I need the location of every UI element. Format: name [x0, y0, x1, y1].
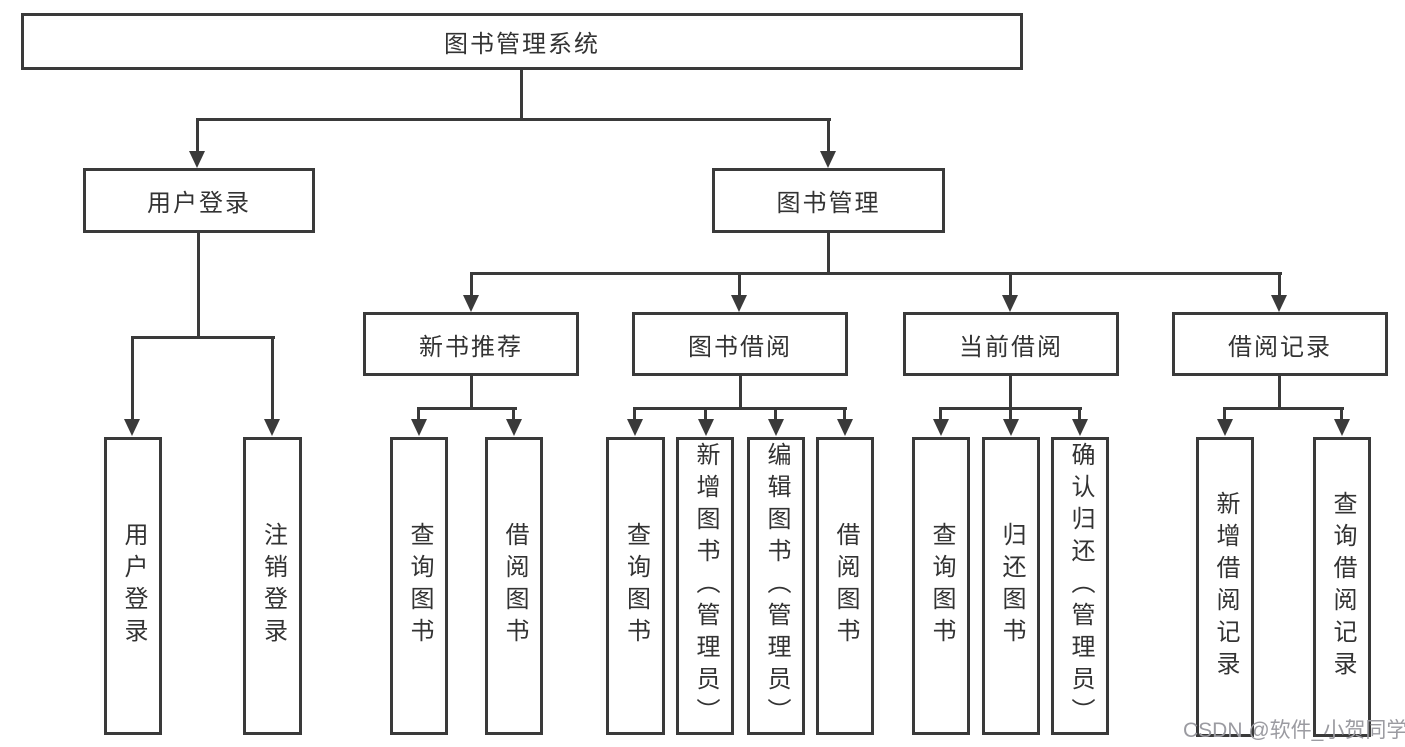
arrow-down-icon: [1072, 419, 1088, 436]
node-current-borrow: 当前借阅: [903, 312, 1119, 376]
arrow-down-icon: [411, 419, 427, 436]
connector-line: [704, 407, 707, 420]
connector-line: [633, 407, 636, 420]
csdn-watermark: CSDN @软件_小贺同学: [1183, 719, 1405, 742]
connector-line: [843, 407, 846, 420]
arrow-down-icon: [837, 419, 853, 436]
connector-line: [739, 376, 742, 407]
arrow-down-icon: [933, 419, 949, 436]
connector-line: [633, 407, 847, 410]
leaf-borrow-books: 借阅图书: [816, 437, 874, 735]
leaf-query-books-current-label: 查询图书: [928, 522, 955, 650]
connector-line: [131, 336, 134, 420]
leaf-add-book-admin: 新增图书（管理员）: [676, 437, 734, 735]
leaf-confirm-return-admin: 确认归还（管理员）: [1051, 437, 1109, 735]
leaf-edit-book-admin: 编辑图书（管理员）: [747, 437, 805, 735]
leaf-add-book-admin-label: 新增图书（管理员）: [692, 442, 719, 730]
leaf-user-login-label: 用户登录: [120, 522, 147, 650]
connector-line: [738, 272, 741, 296]
connector-line: [1009, 407, 1012, 420]
arrow-down-icon: [1271, 295, 1287, 312]
connector-line: [197, 233, 200, 336]
leaf-logout: 注销登录: [243, 437, 302, 735]
arrow-down-icon: [264, 419, 280, 436]
connector-line: [1223, 407, 1226, 420]
connector-line: [470, 272, 473, 296]
connector-line: [417, 407, 420, 420]
connector-line: [1278, 376, 1281, 407]
node-new-book-recommend-label: 新书推荐: [419, 333, 523, 361]
arrow-down-icon: [506, 419, 522, 436]
node-book-management-label: 图书管理: [776, 190, 881, 217]
leaf-confirm-return-admin-label: 确认归还（管理员）: [1067, 442, 1094, 730]
connector-line: [1223, 407, 1344, 410]
connector-line: [271, 336, 274, 420]
leaf-query-borrow-record: 查询借阅记录: [1313, 437, 1371, 737]
node-user-login: 用户登录: [83, 168, 315, 233]
node-user-login-label: 用户登录: [147, 190, 251, 217]
leaf-return-book: 归还图书: [982, 437, 1040, 735]
arrow-down-icon: [1002, 295, 1018, 312]
connector-line: [520, 70, 523, 118]
connector-line: [827, 233, 830, 272]
connector-line: [512, 407, 515, 420]
arrow-down-icon: [124, 419, 140, 436]
node-root: 图书管理系统: [21, 13, 1023, 70]
connector-line: [1009, 376, 1012, 407]
leaf-add-borrow-record-label: 新增借阅记录: [1212, 491, 1239, 683]
connector-line: [470, 376, 473, 407]
node-borrow-records-label: 借阅记录: [1228, 333, 1332, 361]
connector-line: [131, 336, 275, 339]
arrow-down-icon: [463, 295, 479, 312]
leaf-return-book-label: 归还图书: [998, 522, 1025, 650]
leaf-borrow-books-recommend-label: 借阅图书: [501, 522, 528, 650]
node-book-borrow: 图书借阅: [632, 312, 848, 376]
connector-line: [470, 272, 1282, 275]
node-new-book-recommend: 新书推荐: [363, 312, 579, 376]
node-book-management: 图书管理: [712, 168, 945, 233]
connector-line: [939, 407, 942, 420]
connector-line: [1009, 272, 1012, 296]
node-root-label: 图书管理系统: [444, 31, 600, 58]
leaf-query-books-borrow: 查询图书: [606, 437, 665, 735]
leaf-query-books-borrow-label: 查询图书: [622, 522, 650, 650]
leaf-borrow-books-label: 借阅图书: [832, 522, 859, 650]
node-book-borrow-label: 图书借阅: [688, 333, 792, 361]
connector-line: [196, 118, 199, 152]
connector-line: [1078, 407, 1081, 420]
arrow-down-icon: [189, 151, 205, 168]
connector-line: [774, 407, 777, 420]
arrow-down-icon: [768, 419, 784, 436]
leaf-add-borrow-record: 新增借阅记录: [1196, 437, 1254, 737]
arrow-down-icon: [820, 151, 836, 168]
connector-line: [417, 407, 517, 410]
leaf-edit-book-admin-label: 编辑图书（管理员）: [763, 442, 790, 730]
arrow-down-icon: [698, 419, 714, 436]
arrow-down-icon: [731, 295, 747, 312]
leaf-user-login: 用户登录: [104, 437, 162, 735]
arrow-down-icon: [627, 419, 643, 436]
connector-line: [1278, 272, 1281, 296]
node-current-borrow-label: 当前借阅: [959, 333, 1063, 361]
node-borrow-records: 借阅记录: [1172, 312, 1388, 376]
connector-line: [196, 118, 831, 121]
arrow-down-icon: [1217, 419, 1233, 436]
leaf-query-borrow-record-label: 查询借阅记录: [1329, 491, 1356, 683]
leaf-query-books-current: 查询图书: [912, 437, 970, 735]
leaf-query-books-recommend: 查询图书: [390, 437, 448, 735]
connector-line: [1340, 407, 1343, 420]
arrow-down-icon: [1334, 419, 1350, 436]
arrow-down-icon: [1003, 419, 1019, 436]
connector-line: [827, 118, 830, 152]
leaf-query-books-recommend-label: 查询图书: [406, 522, 433, 650]
leaf-logout-label: 注销登录: [259, 522, 287, 650]
leaf-borrow-books-recommend: 借阅图书: [485, 437, 543, 735]
